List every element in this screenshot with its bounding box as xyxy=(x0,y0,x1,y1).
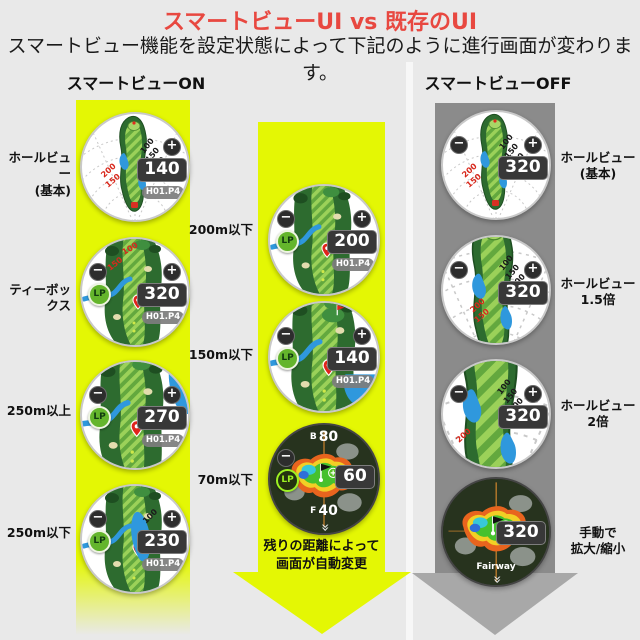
note-line: 残りの距離によって xyxy=(263,539,380,554)
label-line: 150m以下 xyxy=(188,347,253,362)
surface-label: Fairway xyxy=(476,562,516,572)
column-header-smartview-on: スマートビューON xyxy=(66,74,206,93)
zoom-in-button: + xyxy=(163,263,181,281)
label-hole-view-basic: ホールビュー (基本) xyxy=(0,150,71,199)
distance-value: 320 xyxy=(498,405,548,429)
back-label: B xyxy=(309,432,317,442)
zoom-in-button: + xyxy=(163,510,181,528)
back-value: 80 xyxy=(318,429,339,445)
distance-value: 320 xyxy=(496,521,546,545)
distance-value: 320 xyxy=(498,156,548,180)
hole-info-badge: H01.P4 xyxy=(142,186,184,199)
zoom-in-button: + xyxy=(524,136,542,154)
chevron-down-icon: » xyxy=(488,575,505,584)
distance-value: 200 xyxy=(327,230,377,254)
label-line: 拡大/縮小 xyxy=(570,541,626,557)
front-label: F xyxy=(310,506,317,516)
zoom-in-button: + xyxy=(524,261,542,279)
screen-auto-200m: − + LP 200 H01.P4 xyxy=(268,184,380,296)
pin-distance-value: 60 xyxy=(335,465,375,489)
layup-point-icon: LP xyxy=(88,530,111,553)
label-line: 手動で xyxy=(579,525,617,540)
distance-value: 230 xyxy=(137,530,187,554)
distance-value: 320 xyxy=(498,281,548,305)
zoom-in-button: + xyxy=(524,385,542,403)
label-hole-view-2x: ホールビュー 2倍 xyxy=(557,398,639,431)
layup-point-icon: LP xyxy=(276,347,299,370)
screen-on-250m-over: − + LP 270 H01.P4 xyxy=(80,360,190,470)
label-manual-zoom: 手動で 拡大/縮小 xyxy=(557,525,639,558)
label-line: 250m以上 xyxy=(6,403,71,418)
label-line: 70m以下 xyxy=(197,472,253,487)
zoom-out-button: − xyxy=(450,385,468,403)
label-tee-box: ティーボックス xyxy=(0,282,71,315)
label-line: ティーボックス xyxy=(9,282,71,314)
label-line: ホールビュー xyxy=(8,150,71,182)
zoom-in-button: + xyxy=(353,327,371,345)
note-line: 画面が自動変更 xyxy=(275,556,367,572)
screen-off-2x: 100 150 200 200 − + 320 xyxy=(441,359,551,469)
screen-off-manual-green-view: 320 Fairway » xyxy=(441,477,551,587)
section-divider xyxy=(406,62,413,640)
page-title: スマートビューUI vs 既存のUI xyxy=(162,10,478,35)
screen-on-250m-under: 100 − + LP 230 H01.P4 xyxy=(80,484,190,594)
zoom-out-button: − xyxy=(89,386,107,404)
label-line: 250m以下 xyxy=(6,525,71,540)
label-line: ホールビュー xyxy=(560,398,636,413)
layup-point-icon: LP xyxy=(88,406,111,429)
zoom-out-button: − xyxy=(277,210,295,228)
auto-change-arrow-icon xyxy=(233,572,411,634)
label-70m-under: 70m以下 xyxy=(183,472,253,488)
screen-on-hole-view: 100 150 200 200 150 + 140 H01.P4 xyxy=(80,112,190,222)
screen-on-tee-box: 100 150 − + LP 320 H01.P4 xyxy=(80,237,190,347)
label-250m-over: 250m以上 xyxy=(0,403,71,419)
page-subtitle: スマートビュー機能を設定状態によって下記のように進行画面が変わります。 xyxy=(7,35,633,84)
hole-info-badge: H01.P4 xyxy=(332,375,374,388)
screen-off-hole-view: 100 150 200 200 150 − + 320 xyxy=(441,110,551,220)
layup-point-icon: LP xyxy=(88,283,111,306)
screen-auto-150m: − + LP 140 H01.P4 xyxy=(268,301,380,413)
zoom-out-button: − xyxy=(450,136,468,154)
label-250m-under: 250m以下 xyxy=(0,525,71,541)
hole-info-badge: H01.P4 xyxy=(142,558,184,571)
zoom-in-button: + xyxy=(163,386,181,404)
label-line: 2倍 xyxy=(587,414,609,430)
front-value: 40 xyxy=(318,503,338,519)
hole-info-badge: H01.P4 xyxy=(142,311,184,324)
layup-point-icon: LP xyxy=(276,230,299,253)
layup-point-icon: LP xyxy=(276,469,299,492)
zoom-in-button: + xyxy=(353,210,371,228)
zoom-out-button: − xyxy=(450,261,468,279)
fairway-map: 100 150 xyxy=(82,239,188,345)
hole-info-badge: H01.P4 xyxy=(332,258,374,271)
label-hole-view-1-5x: ホールビュー 1.5倍 xyxy=(557,276,639,309)
label-line: 1.5倍 xyxy=(580,292,616,308)
distance-value: 140 xyxy=(327,347,377,371)
zoom-out-button: − xyxy=(277,449,295,467)
zoom-out-button: − xyxy=(89,510,107,528)
screen-off-1-5x: 100 150 200 200 150 − + 320 xyxy=(441,235,551,345)
label-line: (基本) xyxy=(34,182,71,198)
zoom-in-button: + xyxy=(163,138,181,156)
auto-change-note: 残りの距離によって 画面が自動変更 xyxy=(250,538,393,573)
column-header-smartview-off: スマートビューOFF xyxy=(424,74,572,93)
hole-info-badge: H01.P4 xyxy=(142,434,184,447)
chevron-down-icon: » xyxy=(316,523,333,532)
distance-value: 140 xyxy=(137,158,187,182)
label-hole-view-basic-off: ホールビュー (基本) xyxy=(557,150,639,183)
label-150m-under: 150m以下 xyxy=(183,347,253,363)
label-line: 200m以下 xyxy=(188,222,253,237)
zoom-out-button: − xyxy=(89,263,107,281)
label-line: (基本) xyxy=(579,166,617,182)
hole-map: 100 150 200 200 150 xyxy=(443,237,549,343)
zoom-out-button: − xyxy=(277,327,295,345)
label-line: ホールビュー xyxy=(560,276,636,291)
distance-value: 270 xyxy=(137,406,187,430)
distance-value: 320 xyxy=(137,283,187,307)
label-line: ホールビュー xyxy=(560,150,636,165)
label-200m-under: 200m以下 xyxy=(183,222,253,238)
